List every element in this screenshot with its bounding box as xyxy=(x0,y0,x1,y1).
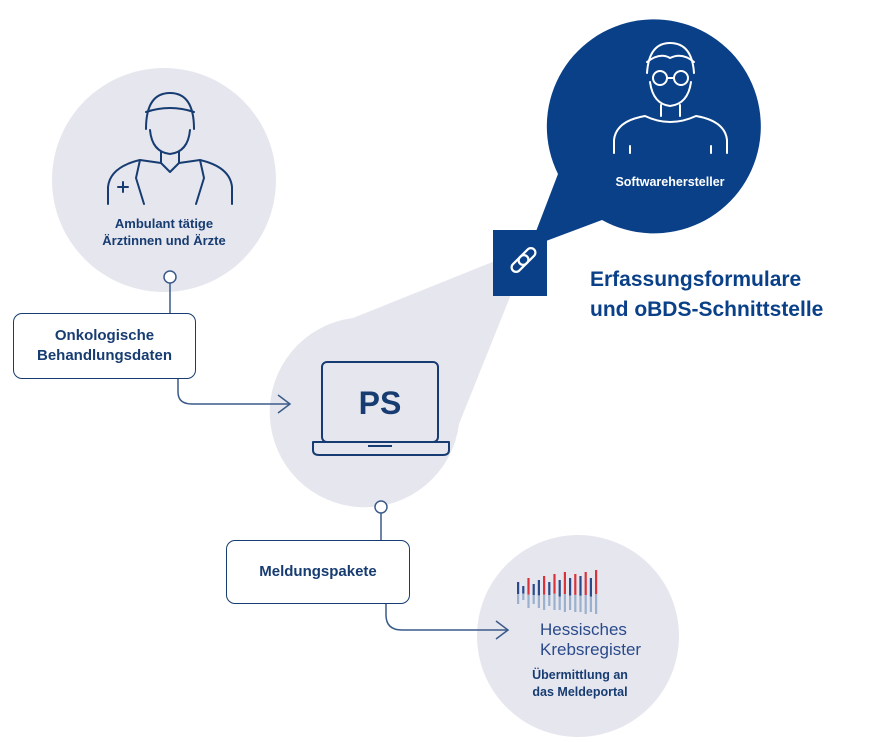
register-logo-bar xyxy=(563,572,566,594)
register-logo-bar xyxy=(532,584,535,595)
register-logo-bar xyxy=(522,586,525,594)
connector-lines xyxy=(163,270,510,640)
register-logo-bar xyxy=(579,576,582,596)
register-logo-bar-shade xyxy=(532,595,535,604)
register-logo-bar xyxy=(574,574,577,595)
treatment-data-line1: Onkologische xyxy=(54,327,155,344)
register-logo xyxy=(517,570,598,614)
software-bubble xyxy=(530,19,761,248)
register-logo-bar-shade xyxy=(543,594,546,610)
register-logo-bar xyxy=(595,570,598,595)
register-logo-bar-shade xyxy=(569,595,572,610)
register-logo-bar-shade xyxy=(563,594,566,612)
doctor-icon xyxy=(107,92,233,205)
treatment-data-line2: Behandlungsdaten xyxy=(36,347,172,364)
register-logo-bar xyxy=(569,578,572,596)
register-logo-bar xyxy=(558,580,561,597)
physician-bubble xyxy=(52,68,276,292)
register-logo-bar-shade xyxy=(589,596,592,612)
register-sub: Übermittlung an das Meldeportal xyxy=(510,667,650,701)
connector-title: Erfassungsformulare und oBDS-Schnittstel… xyxy=(590,265,880,325)
treatment-data-box: Onkologische Behandlungsdaten xyxy=(13,313,196,379)
register-logo-bar xyxy=(584,572,587,596)
register-logo-bar-shade xyxy=(584,595,587,614)
ps-label: PS xyxy=(358,385,402,421)
connector-title-line2: und oBDS-Schnittstelle xyxy=(590,298,824,321)
register-logo-bar-shade xyxy=(558,596,561,610)
register-logo-bar xyxy=(543,576,546,595)
ps-bubble xyxy=(269,247,530,508)
register-logo-bar-shade xyxy=(527,594,530,608)
person-glasses-icon xyxy=(613,42,728,154)
register-name: Hessisches Krebsregister xyxy=(540,620,680,660)
link-icon xyxy=(510,247,537,273)
software-label: Softwarehersteller xyxy=(615,175,725,189)
register-name-line2: Krebsregister xyxy=(540,640,642,659)
register-logo-bar-shade xyxy=(517,594,520,604)
register-logo-bar xyxy=(548,582,551,596)
register-logo-bar-shade xyxy=(553,593,556,610)
register-logo-bar-shade xyxy=(548,595,551,606)
physician-label: Ambulant tätige Ärztinnen und Ärzte xyxy=(84,215,244,249)
register-name-line1: Hessisches xyxy=(540,620,627,639)
register-sub-line1: Übermittlung an xyxy=(532,668,628,682)
physician-label-line1: Ambulant tätige xyxy=(114,216,214,231)
register-logo-bar xyxy=(527,578,530,595)
register-logo-bar xyxy=(537,580,540,596)
connector-title-line1: Erfassungsformulare xyxy=(590,268,802,291)
register-logo-bar xyxy=(517,582,520,595)
register-logo-bar-shade xyxy=(537,595,540,608)
packages-box: Meldungspakete xyxy=(226,540,410,604)
register-logo-bar-shade xyxy=(579,595,582,612)
register-logo-bar-shade xyxy=(522,593,525,600)
register-sub-line2: das Meldeportal xyxy=(532,685,628,699)
laptop-icon xyxy=(312,361,450,456)
register-logo-bar-shade xyxy=(574,594,577,612)
register-logo-bar xyxy=(589,578,592,597)
physician-label-line2: Ärztinnen und Ärzte xyxy=(102,233,226,248)
register-logo-bar-shade xyxy=(595,594,598,614)
register-logo-bar xyxy=(553,574,556,594)
